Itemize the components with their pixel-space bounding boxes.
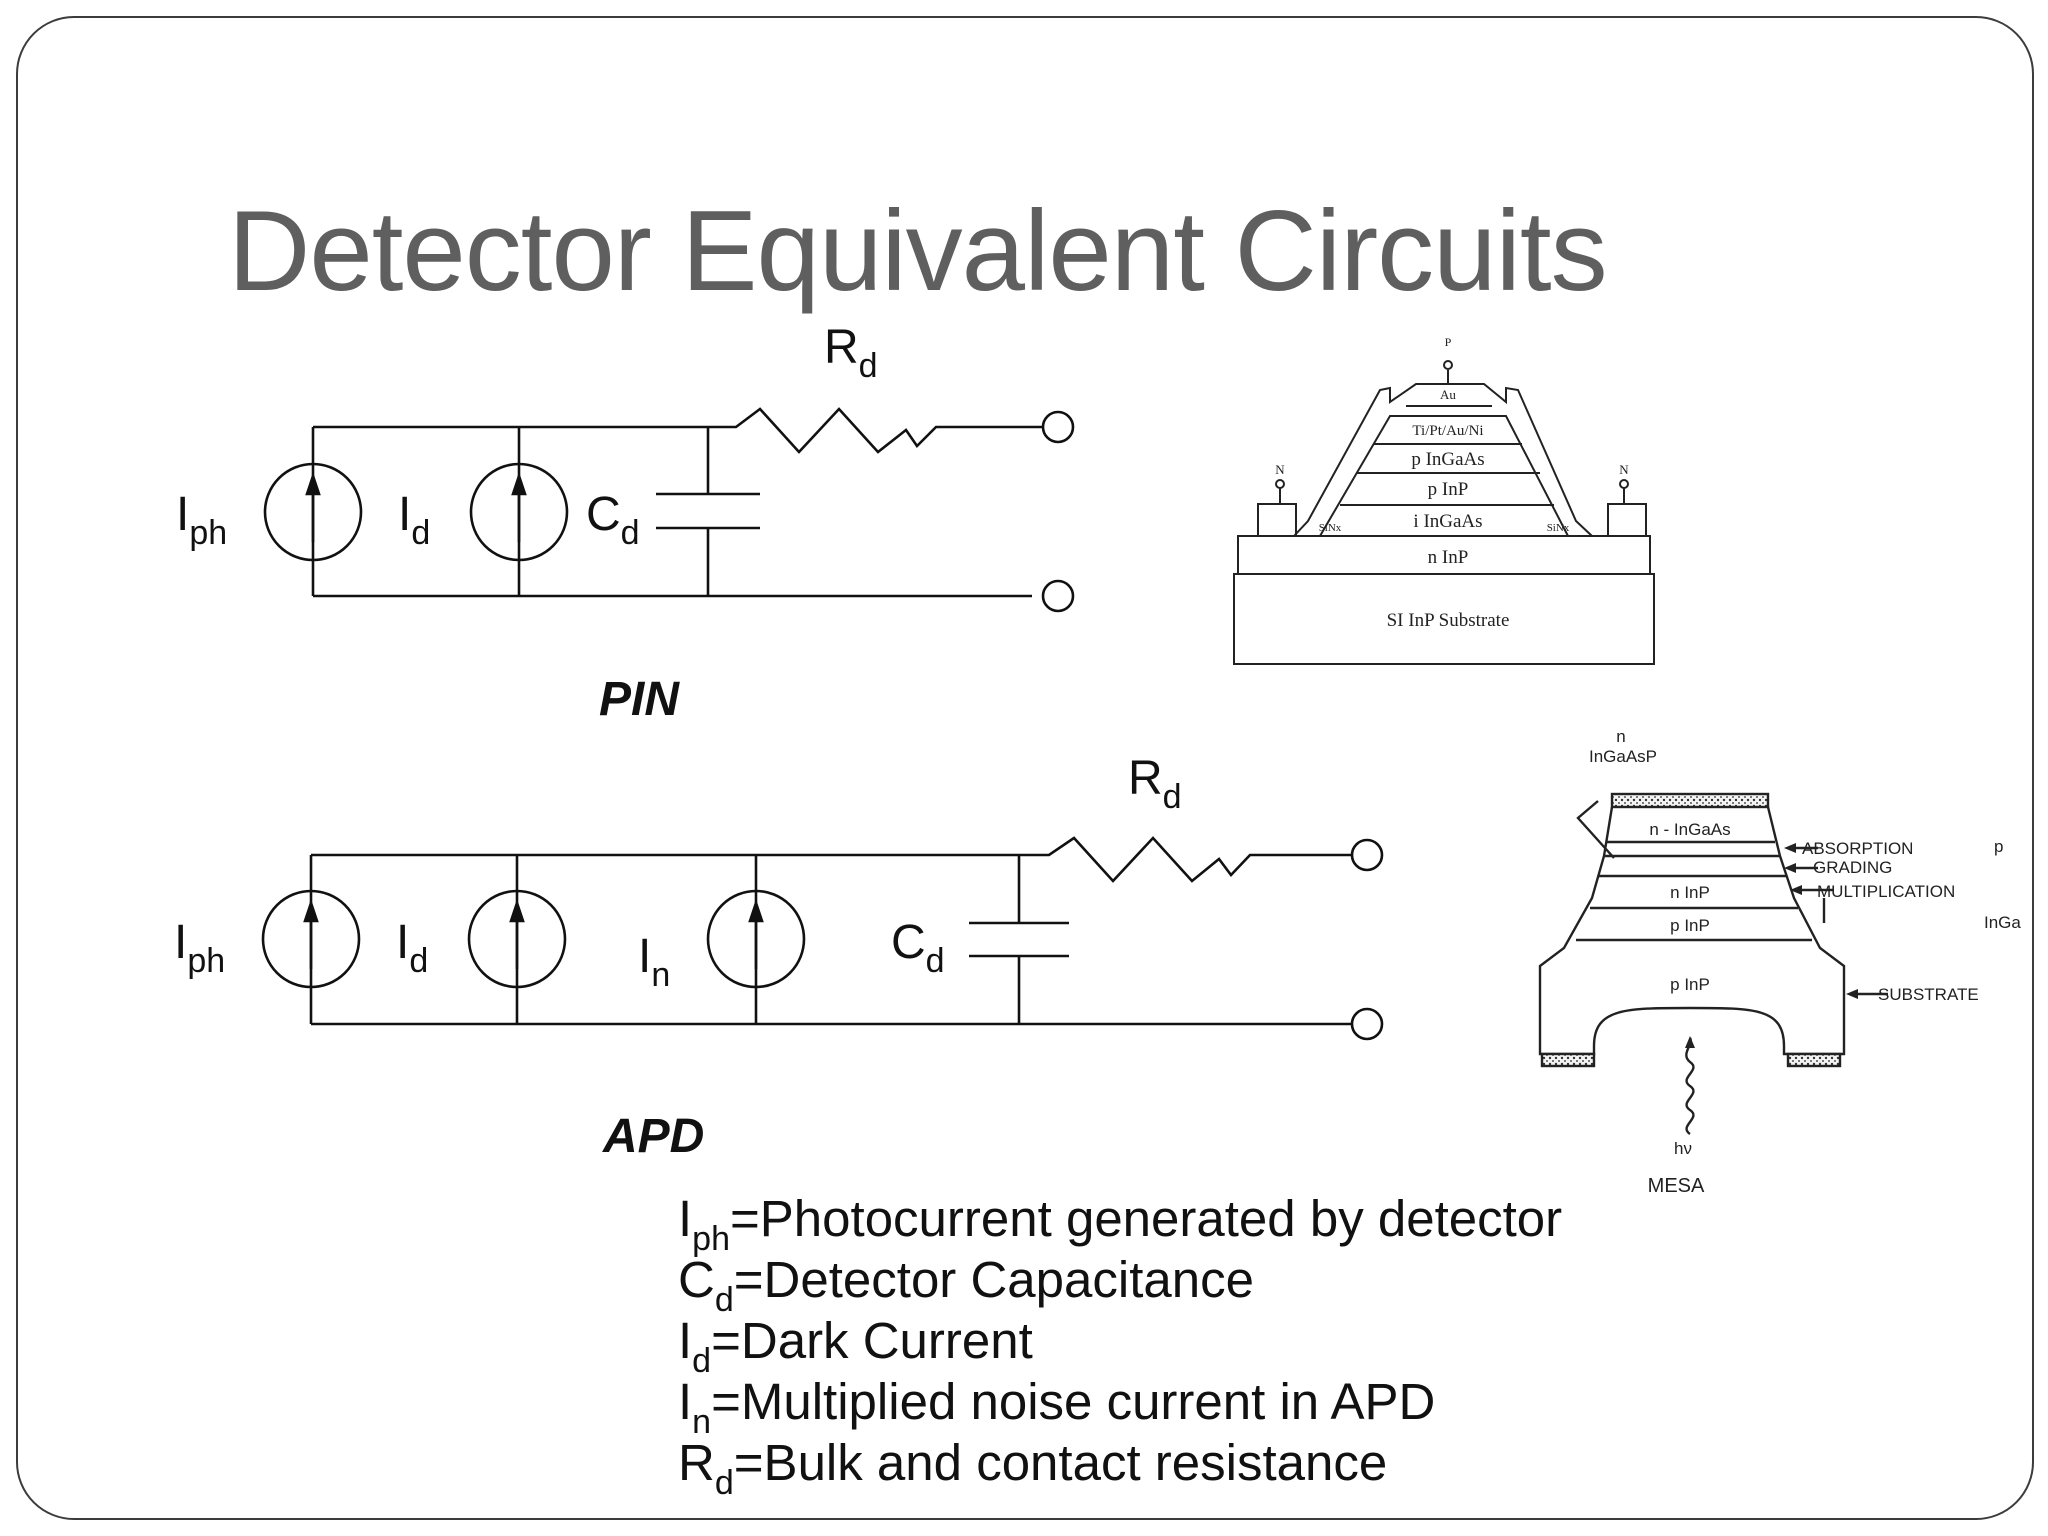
pin-struct-layer-4: SI InP Substrate — [1387, 610, 1510, 631]
pin-label-cd: Cd — [586, 488, 640, 552]
apd-structure-diagram — [1538, 792, 1888, 1135]
apd-dark-current-arrow-icon — [509, 898, 525, 923]
apd-struct-caption: MESA — [1648, 1175, 1705, 1197]
symbol-legend: Iph=Photocurrent generated by detector C… — [678, 1188, 1563, 1502]
pin-struct-layer-0: p InGaAs — [1411, 449, 1484, 470]
pin-struct-layer-3: n InP — [1428, 547, 1469, 568]
legend-row-id: Id=Dark Current — [678, 1312, 1033, 1380]
apd-annotation-substrate: SUBSTRATE — [1878, 985, 1979, 1004]
apd-noise-current-arrow-icon — [748, 898, 764, 923]
apd-struct-layer-1: n InP — [1670, 883, 1710, 902]
pin-struct-sinx-left: SiNx — [1319, 522, 1342, 534]
apd-noise-current-source — [706, 889, 806, 989]
pin-dark-current-arrow-icon — [511, 471, 527, 496]
pin-struct-metal-cap: Au — [1440, 387, 1456, 402]
apd-annotation-grading: GRADING — [1813, 858, 1892, 877]
pin-caption: PIN — [599, 673, 680, 726]
pin-dark-current-source — [469, 462, 569, 562]
apd-bottom-contact-right — [1786, 1052, 1842, 1068]
diagram-canvas: Iph Id Cd Rd PIN — [174, 321, 2021, 1197]
slide: Detector Equivalent Circuits — [16, 16, 2034, 1520]
pin-circuit — [263, 407, 1075, 613]
apd-circuit — [261, 836, 1384, 1041]
pin-photocurrent-arrow-icon — [305, 471, 321, 496]
apd-struct-layer-0: n - InGaAs — [1649, 820, 1730, 839]
pin-label-iph: Iph — [176, 488, 227, 552]
apd-label-in: In — [638, 930, 670, 994]
pin-terminal-bottom — [1041, 579, 1075, 613]
apd-bottom-contact-left — [1540, 1052, 1596, 1068]
apd-struct-layer-3: p InP — [1670, 975, 1710, 994]
apd-dark-current-source — [467, 889, 567, 989]
apd-label-cd: Cd — [891, 916, 945, 980]
pin-label-id: Id — [398, 488, 430, 552]
apd-struct-top-label-1: n — [1616, 727, 1625, 746]
pin-n-inp-layer — [1237, 535, 1651, 575]
apd-resistor — [1019, 836, 1352, 883]
pin-struct-sinx-right: SiNx — [1547, 522, 1570, 534]
apd-annotation-multiplication: MULTIPLICATION — [1817, 882, 1955, 901]
pin-struct-top-contact: P — [1445, 335, 1452, 349]
apd-cut-label-2: InGa — [1984, 913, 2021, 932]
pin-struct-n-right: N — [1619, 462, 1629, 477]
pin-struct-layer-1: p InP — [1428, 479, 1469, 500]
apd-caption: APD — [602, 1110, 704, 1163]
apd-struct-layer-2: p InP — [1670, 916, 1710, 935]
pin-resistor — [708, 407, 1043, 454]
legend-row-cd: Cd=Detector Capacitance — [678, 1251, 1254, 1319]
apd-annotation-absorption: ABSORPTION — [1802, 839, 1913, 858]
apd-label-iph: Iph — [174, 916, 225, 980]
slide-title: Detector Equivalent Circuits — [228, 188, 1608, 315]
apd-struct-light-label: hν — [1674, 1139, 1692, 1158]
pin-label-rd: Rd — [824, 321, 878, 385]
apd-label-id: Id — [396, 916, 428, 980]
apd-struct-top-label-2: InGaAsP — [1589, 747, 1657, 766]
pin-struct-n-left: N — [1275, 462, 1285, 477]
apd-top-contact-hatched — [1610, 792, 1770, 809]
apd-photocurrent-arrow-icon — [303, 898, 319, 923]
apd-terminal-top — [1350, 838, 1384, 872]
pin-struct-metal-stack: Ti/Pt/Au/Ni — [1412, 423, 1483, 439]
pin-terminal-top — [1041, 410, 1075, 444]
legend-row-iph: Iph=Photocurrent generated by detector — [678, 1190, 1563, 1258]
apd-photocurrent-source — [261, 889, 361, 989]
apd-arrowheads — [1685, 843, 1858, 1048]
pin-structure-diagram — [1233, 360, 1655, 665]
legend-row-in: In=Multiplied noise current in APD — [678, 1373, 1436, 1441]
pin-struct-layer-2: i InGaAs — [1413, 511, 1482, 532]
apd-label-rd: Rd — [1128, 752, 1182, 816]
pin-photocurrent-source — [263, 462, 363, 562]
legend-row-rd: Rd=Bulk and contact resistance — [678, 1434, 1388, 1502]
apd-terminal-bottom — [1350, 1007, 1384, 1041]
apd-cut-label-1: p — [1994, 837, 2003, 856]
